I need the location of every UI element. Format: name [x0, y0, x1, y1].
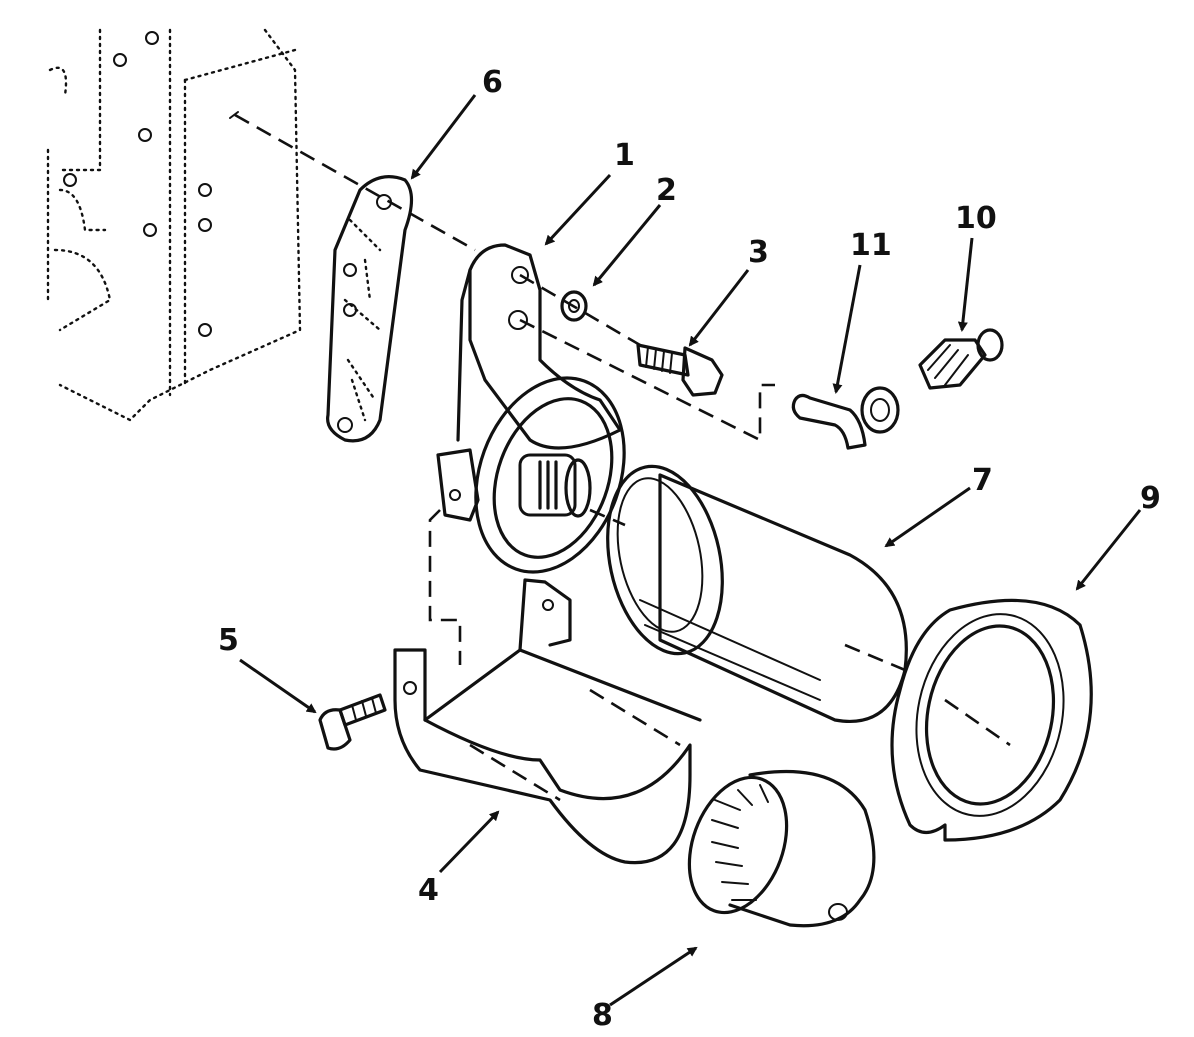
part-4-shield	[393, 578, 702, 865]
part-6-plate	[326, 175, 414, 443]
part-5-screw	[318, 693, 387, 751]
part-9-gasket	[890, 598, 1093, 842]
callout-5: 5	[218, 623, 239, 658]
part-8-filter-cap	[687, 769, 876, 928]
callout-4: 4	[418, 873, 439, 908]
part-7-filter-element	[606, 464, 908, 723]
part-11-elbow	[791, 386, 900, 450]
callout-8: 8	[592, 998, 613, 1033]
callout-11: 11	[850, 228, 892, 263]
part-2-washer	[560, 290, 588, 322]
callout-7: 7	[972, 463, 993, 498]
callout-1: 1	[614, 138, 635, 173]
assembly-centerlines	[234, 113, 1011, 747]
callout-3: 3	[748, 235, 769, 270]
callout-9: 9	[1140, 481, 1161, 516]
part-10-fitting	[918, 328, 1004, 390]
callout-2: 2	[656, 173, 677, 208]
callout-10: 10	[955, 201, 997, 236]
part-1-filter-head	[436, 243, 626, 574]
callout-6: 6	[482, 65, 503, 100]
part-3-bolt	[636, 343, 724, 397]
callout-labels: 6 1 2 3 11 10 7 9 5 4 8	[218, 65, 1161, 1033]
callout-leaders	[239, 94, 1142, 1007]
engine-block	[46, 28, 302, 422]
